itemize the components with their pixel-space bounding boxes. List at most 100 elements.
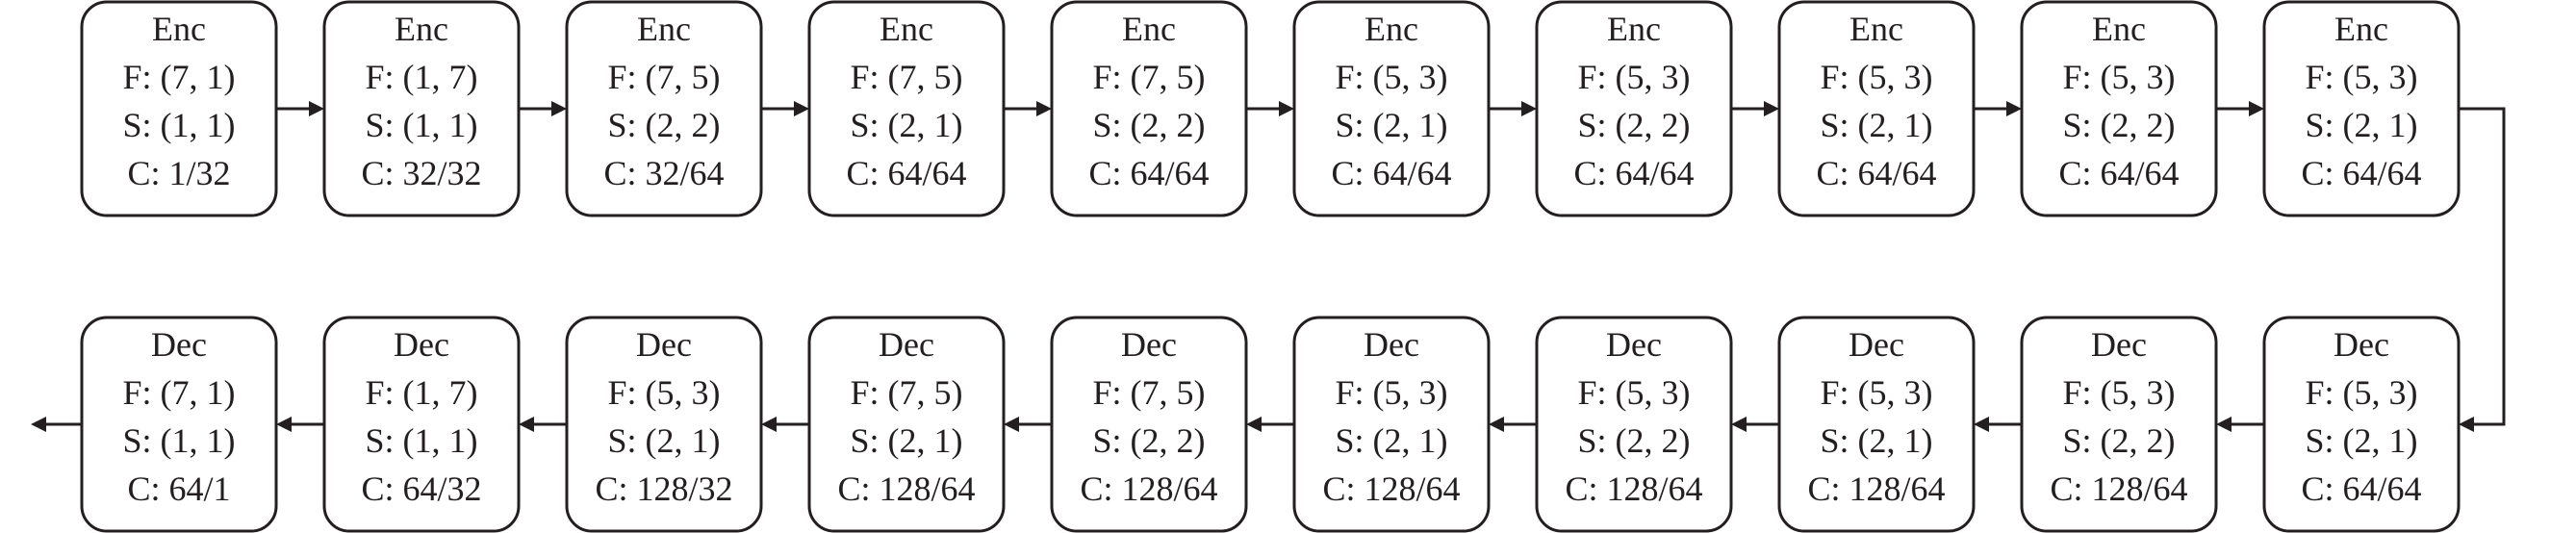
filter-size-label: F: (5, 3) (2063, 373, 2176, 412)
stride-label: S: (2, 1) (2306, 421, 2418, 460)
channels-label: C: 128/64 (1080, 470, 1217, 508)
bridge-connector (2459, 107, 2506, 426)
arrow-head-icon (794, 101, 809, 116)
filter-size-label: F: (5, 3) (2306, 58, 2418, 96)
stride-label: S: (2, 2) (1578, 421, 1691, 460)
block-type-label: Dec (1606, 325, 1662, 364)
stride-label: S: (2, 2) (1093, 106, 1206, 144)
channels-label: C: 128/32 (595, 470, 732, 508)
channels-label: C: 64/64 (846, 154, 966, 192)
block-type-label: Enc (880, 10, 933, 48)
filter-size-label: F: (7, 5) (1093, 58, 1206, 96)
block-type-label: Dec (1121, 325, 1177, 364)
stride-label: S: (1, 1) (366, 421, 478, 460)
stride-label: S: (2, 1) (1821, 106, 1933, 144)
channels-label: C: 64/64 (2301, 154, 2421, 192)
arrow-head-icon (1004, 417, 1019, 432)
channels-label: C: 64/64 (1816, 154, 1936, 192)
block-type-label: Enc (1365, 10, 1418, 48)
filter-size-label: F: (7, 1) (123, 58, 236, 96)
block-type-label: Dec (1364, 325, 1419, 364)
filter-size-label: F: (7, 5) (608, 58, 721, 96)
stride-label: S: (2, 2) (1578, 106, 1691, 144)
block-type-label: Enc (2092, 10, 2146, 48)
channels-label: C: 64/64 (1331, 154, 1451, 192)
filter-size-label: F: (7, 5) (851, 373, 963, 412)
channels-label: C: 64/64 (2301, 470, 2421, 508)
channels-label: C: 128/64 (2050, 470, 2187, 508)
filter-size-label: F: (5, 3) (608, 373, 721, 412)
channels-label: C: 64/64 (2058, 154, 2179, 192)
arrow-head-icon (761, 417, 777, 432)
channels-label: C: 128/64 (1807, 470, 1945, 508)
arrow-head-icon (2459, 417, 2474, 432)
block-type-label: Enc (1607, 10, 1661, 48)
block-type-label: Enc (1122, 10, 1176, 48)
connectors (31, 101, 2506, 432)
stride-label: S: (2, 2) (608, 106, 721, 144)
arrow-head-icon (1279, 101, 1294, 116)
stride-label: S: (2, 2) (1093, 421, 1206, 460)
arrow-head-icon (1521, 101, 1537, 116)
arrow-head-icon (1036, 101, 1052, 116)
stride-label: S: (2, 2) (2063, 106, 2176, 144)
encoder-block: Enc F: (5, 3) S: (2, 1) C: 64/64 (2262, 0, 2461, 217)
block-type-label: Enc (152, 10, 206, 48)
decoder-block: Dec F: (5, 3) S: (2, 2) C: 128/64 (1535, 316, 1733, 533)
stride-label: S: (1, 1) (366, 106, 478, 144)
block-type-label: Enc (2334, 10, 2388, 48)
encoder-block: Enc F: (7, 5) S: (2, 2) C: 64/64 (1050, 0, 1248, 217)
filter-size-label: F: (7, 5) (851, 58, 963, 96)
channels-label: C: 32/32 (361, 154, 481, 192)
block-type-label: Dec (879, 325, 934, 364)
arrow-head-icon (309, 101, 324, 116)
filter-size-label: F: (1, 7) (366, 58, 478, 96)
channels-label: C: 64/64 (1573, 154, 1694, 192)
encoder-block: Enc F: (7, 5) S: (2, 1) C: 64/64 (807, 0, 1006, 217)
filter-size-label: F: (5, 3) (1578, 373, 1691, 412)
arrow-head-icon (2216, 417, 2232, 432)
stride-label: S: (2, 1) (1336, 106, 1448, 144)
block-type-label: Enc (395, 10, 448, 48)
filter-size-label: F: (5, 3) (1821, 58, 1933, 96)
channels-label: C: 128/64 (1322, 470, 1460, 508)
block-type-label: Dec (394, 325, 449, 364)
stride-label: S: (2, 1) (1821, 421, 1933, 460)
channels-label: C: 32/64 (603, 154, 724, 192)
arrow-head-icon (1489, 417, 1504, 432)
block-type-label: Dec (151, 325, 207, 364)
channels-label: C: 64/64 (1088, 154, 1209, 192)
arrow-head-icon (1246, 417, 1262, 432)
channels-label: C: 128/64 (1565, 470, 1702, 508)
arrow-head-icon (2249, 101, 2264, 116)
stride-label: S: (2, 1) (608, 421, 721, 460)
stride-label: S: (2, 1) (851, 106, 963, 144)
filter-size-label: F: (5, 3) (1336, 58, 1448, 96)
encoder-block: Enc F: (5, 3) S: (2, 1) C: 64/64 (1292, 0, 1491, 217)
filter-size-label: F: (7, 1) (123, 373, 236, 412)
decoder-block: Dec F: (5, 3) S: (2, 1) C: 128/64 (1292, 316, 1491, 533)
decoder-block: Dec F: (5, 3) S: (2, 1) C: 128/64 (1777, 316, 1976, 533)
channels-label: C: 1/32 (127, 154, 230, 192)
filter-size-label: F: (5, 3) (1336, 373, 1448, 412)
block-type-label: Dec (1849, 325, 1904, 364)
stride-label: S: (2, 2) (2063, 421, 2176, 460)
channels-label: C: 64/32 (361, 470, 481, 508)
stride-label: S: (2, 1) (2306, 106, 2418, 144)
filter-size-label: F: (5, 3) (2306, 373, 2418, 412)
filter-size-label: F: (5, 3) (1821, 373, 1933, 412)
stride-label: S: (2, 1) (1336, 421, 1448, 460)
arrow-head-icon (1974, 417, 1989, 432)
filter-size-label: F: (5, 3) (2063, 58, 2176, 96)
